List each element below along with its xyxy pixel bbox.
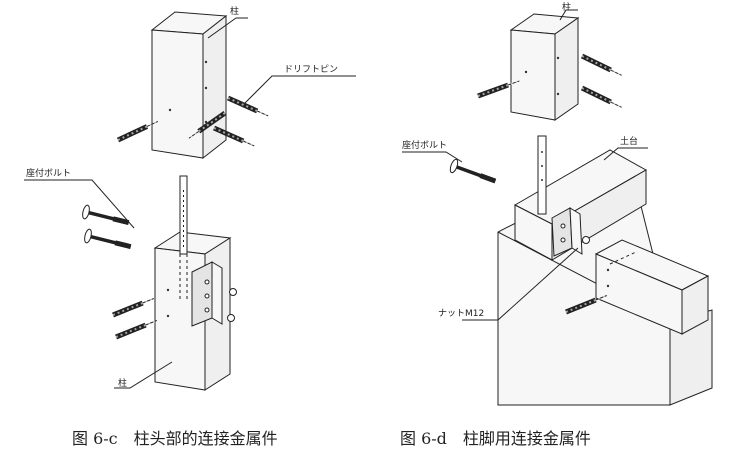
- label-bottom-column: 柱: [118, 377, 127, 389]
- seat-bolts-left: [81, 204, 156, 337]
- label-right-column: 柱: [562, 1, 571, 13]
- label-seat-bolt-right: 座付ボルト: [402, 139, 447, 151]
- column-base: [449, 135, 590, 257]
- label-nut: ナットM12: [438, 308, 484, 319]
- caption-right: 图 6-d 柱脚用连接金属件: [400, 429, 591, 448]
- caption-left: 图 6-c 柱头部的连接金属件: [72, 429, 278, 448]
- right-figure: 柱 土台 座付ボルト ナットM12: [402, 1, 713, 406]
- label-top-column: 柱: [230, 5, 239, 17]
- bottom-column: [153, 175, 237, 391]
- top-column: [150, 11, 228, 160]
- left-figure: 柱 ドリフトピン 座付ボルト 柱: [24, 5, 356, 391]
- label-seat-bolt-left: 座付ボルト: [26, 167, 71, 179]
- label-sill: 土台: [620, 135, 638, 147]
- label-drift-pin: ドリフトピン: [284, 64, 338, 75]
- right-top-column: [478, 13, 622, 121]
- cross-beam: [566, 239, 710, 335]
